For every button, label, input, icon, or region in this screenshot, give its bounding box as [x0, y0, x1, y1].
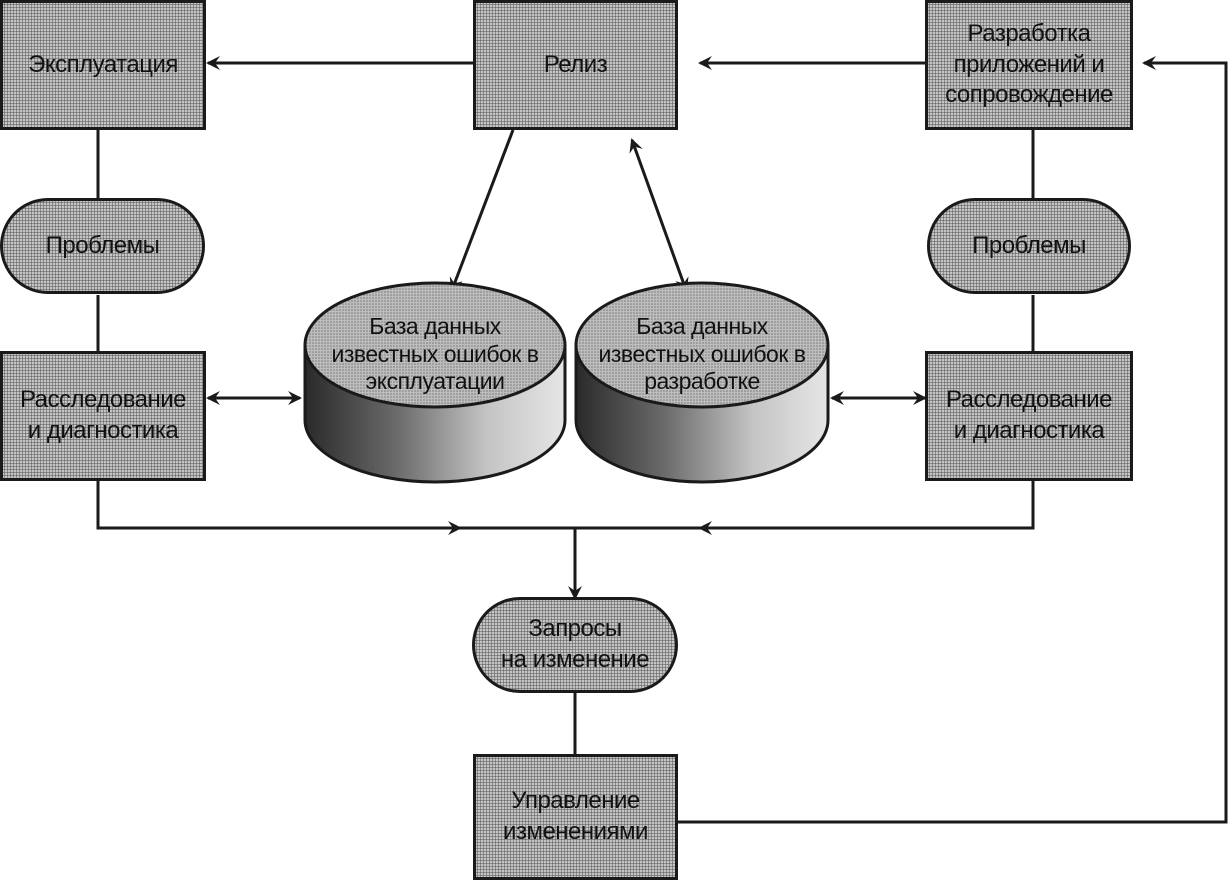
operations-label: Эксплуатация [28, 50, 178, 78]
investigation-left-label: Расследование и диагностика [19, 386, 187, 444]
kedb-development-label: База данных известных ошибок в разработк… [598, 313, 806, 395]
investigation-right-box: Расследование и диагностика [925, 351, 1133, 481]
line-investigation-right-down [698, 480, 1035, 535]
arrow-release-to-kedb-ops [449, 129, 515, 292]
investigation-left-box: Расследование и диагностика [0, 351, 206, 481]
arrow-management-to-appdev [677, 56, 1228, 824]
line-investigation-left-down [96, 480, 462, 535]
arrow-release-kedb-dev [629, 138, 689, 292]
problems-right-pill: Проблемы [927, 198, 1131, 294]
change-requests-label: Запросы на изменение [500, 615, 650, 673]
change-management-box: Управление изменениями [473, 754, 678, 880]
kedb-operations-cylinder [303, 281, 567, 484]
kedb-development-cylinder [574, 281, 830, 484]
release-box: Релиз [473, 0, 678, 130]
app-development-box: Разработка приложений и сопровождение [925, 0, 1133, 130]
kedb-operations-label: База данных известных ошибок в эксплуата… [331, 313, 539, 395]
problems-right-label: Проблемы [972, 231, 1086, 259]
release-label: Релиз [543, 50, 608, 78]
change-requests-pill: Запросы на изменение [472, 597, 678, 693]
app-development-label: Разработка приложений и сопровождение [945, 19, 1113, 109]
problems-left-label: Проблемы [45, 231, 160, 259]
investigation-right-label: Расследование и диагностика [945, 386, 1113, 444]
operations-box: Эксплуатация [0, 0, 206, 130]
problems-left-pill: Проблемы [0, 198, 205, 294]
change-management-label: Управление изменениями [503, 787, 648, 845]
